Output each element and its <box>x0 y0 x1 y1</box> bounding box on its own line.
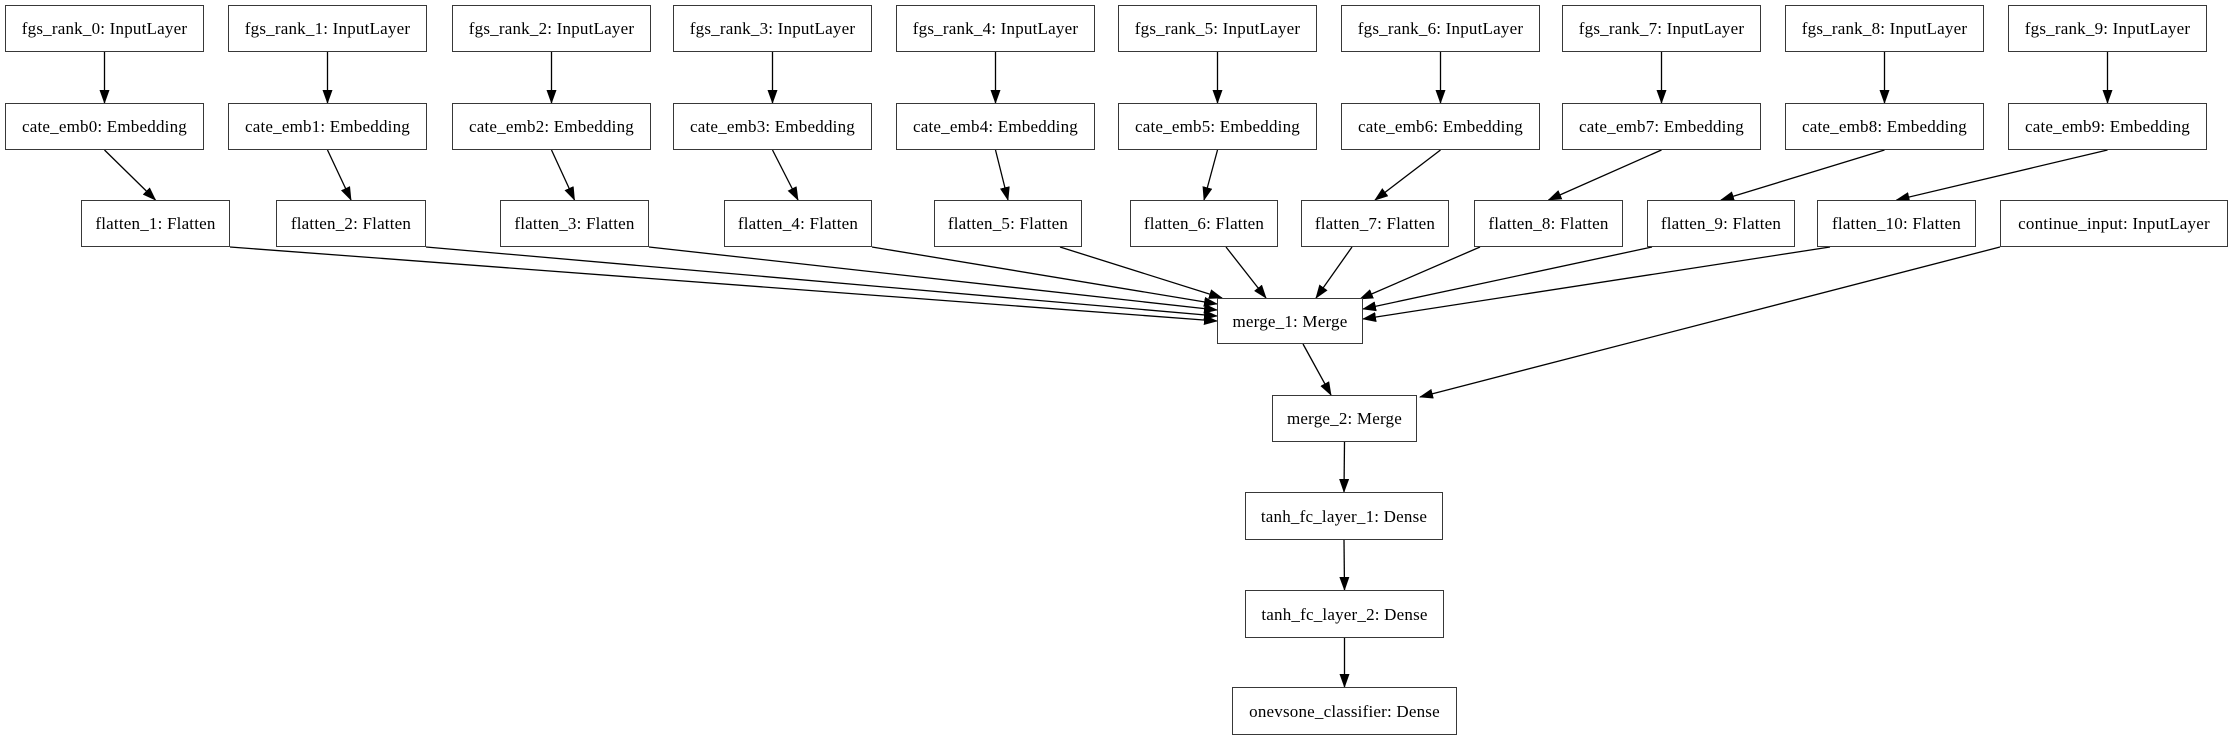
node-cate-emb7: cate_emb7: Embedding <box>1562 103 1761 150</box>
node-label: cate_emb0: Embedding <box>22 117 187 136</box>
node-label: fgs_rank_2: InputLayer <box>468 19 635 38</box>
edge-cate_emb7-to-flatten_8 <box>1547 149 1662 201</box>
edge-cate_emb3-to-flatten_4 <box>771 149 799 201</box>
node-merge-1: merge_1: Merge <box>1217 298 1363 344</box>
edge-cate_emb2-to-flatten_3 <box>550 149 576 201</box>
node-cate-emb8: cate_emb8: Embedding <box>1785 103 1984 150</box>
edge-merge_2-to-tanh_fc_layer_1 <box>1339 441 1350 493</box>
node-label: fgs_rank_3: InputLayer <box>689 19 856 38</box>
node-merge-2: merge_2: Merge <box>1272 395 1417 442</box>
node-label: flatten_7: Flatten <box>1314 214 1436 233</box>
node-label: fgs_rank_6: InputLayer <box>1357 19 1524 38</box>
node-cate-emb6: cate_emb6: Embedding <box>1341 103 1540 150</box>
edge-cate_emb8-to-flatten_9 <box>1720 149 1885 201</box>
node-label: merge_1: Merge <box>1232 311 1348 331</box>
node-flatten-9: flatten_9: Flatten <box>1647 200 1795 247</box>
node-flatten-2: flatten_2: Flatten <box>276 200 426 247</box>
node-label: tanh_fc_layer_2: Dense <box>1261 604 1428 624</box>
node-fgs-rank-2: fgs_rank_2: InputLayer <box>452 5 651 52</box>
edge-flatten_3-to-merge_1 <box>648 246 1218 314</box>
edge-flatten_7-to-merge_1 <box>1315 246 1353 299</box>
node-fgs-rank-0: fgs_rank_0: InputLayer <box>5 5 204 52</box>
edge-cate_emb5-to-flatten_6 <box>1202 149 1219 201</box>
node-fgs-rank-9: fgs_rank_9: InputLayer <box>2008 5 2207 52</box>
edge-flatten_6-to-merge_1 <box>1225 246 1267 299</box>
node-flatten-3: flatten_3: Flatten <box>500 200 649 247</box>
node-label: flatten_9: Flatten <box>1660 214 1782 233</box>
edge-flatten_8-to-merge_1 <box>1359 246 1481 300</box>
node-label: cate_emb9: Embedding <box>2025 117 2190 136</box>
node-tanh-fc-layer-1: tanh_fc_layer_1: Dense <box>1245 492 1443 540</box>
node-fgs-rank-4: fgs_rank_4: InputLayer <box>896 5 1095 52</box>
edge-continue_input-to-merge_2 <box>1419 246 2001 399</box>
node-flatten-4: flatten_4: Flatten <box>724 200 872 247</box>
edge-flatten_2-to-merge_1 <box>425 246 1218 320</box>
node-flatten-1: flatten_1: Flatten <box>81 200 230 247</box>
node-cate-emb1: cate_emb1: Embedding <box>228 103 427 150</box>
node-cate-emb0: cate_emb0: Embedding <box>5 103 204 150</box>
node-label: flatten_4: Flatten <box>737 214 859 233</box>
edge-cate_emb6-to-flatten_7 <box>1374 149 1441 201</box>
node-fgs-rank-6: fgs_rank_6: InputLayer <box>1341 5 1540 52</box>
node-fgs-rank-1: fgs_rank_1: InputLayer <box>228 5 427 52</box>
node-cate-emb5: cate_emb5: Embedding <box>1118 103 1317 150</box>
edge-merge_1-to-merge_2 <box>1302 343 1332 396</box>
node-fgs-rank-7: fgs_rank_7: InputLayer <box>1562 5 1761 52</box>
node-fgs-rank-8: fgs_rank_8: InputLayer <box>1785 5 1984 52</box>
edge-flatten_9-to-merge_1 <box>1362 246 1653 312</box>
node-tanh-fc-layer-2: tanh_fc_layer_2: Dense <box>1245 590 1444 638</box>
node-label: onevsone_classifier: Dense <box>1249 701 1440 721</box>
node-cate-emb4: cate_emb4: Embedding <box>896 103 1095 150</box>
edge-cate_emb0-to-flatten_1 <box>104 149 157 201</box>
edge-flatten_1-to-merge_1 <box>229 246 1218 326</box>
node-label: fgs_rank_8: InputLayer <box>1801 19 1968 38</box>
edge-flatten_5-to-merge_1 <box>1059 246 1223 299</box>
node-fgs-rank-5: fgs_rank_5: InputLayer <box>1118 5 1317 52</box>
node-label: fgs_rank_5: InputLayer <box>1134 19 1301 38</box>
edge-cate_emb4-to-flatten_5 <box>994 149 1010 201</box>
node-cate-emb9: cate_emb9: Embedding <box>2008 103 2207 150</box>
node-onevsone-classifier: onevsone_classifier: Dense <box>1232 687 1457 735</box>
node-label: tanh_fc_layer_1: Dense <box>1260 506 1428 526</box>
node-cate-emb3: cate_emb3: Embedding <box>673 103 872 150</box>
node-label: cate_emb3: Embedding <box>690 117 855 136</box>
node-label: flatten_10: Flatten <box>1832 214 1961 233</box>
node-continue-input: continue_input: InputLayer <box>2000 200 2228 247</box>
node-label: continue_input: InputLayer <box>2018 214 2210 233</box>
node-label: cate_emb7: Embedding <box>1579 117 1744 136</box>
node-label: flatten_3: Flatten <box>514 214 635 233</box>
edge-cate_emb9-to-flatten_10 <box>1895 149 2108 202</box>
node-label: cate_emb8: Embedding <box>1802 117 1967 136</box>
node-label: flatten_6: Flatten <box>1143 214 1265 233</box>
node-fgs-rank-3: fgs_rank_3: InputLayer <box>673 5 872 52</box>
node-label: flatten_1: Flatten <box>95 214 216 233</box>
node-label: fgs_rank_1: InputLayer <box>244 19 411 38</box>
edge-tanh_fc_layer_1-to-tanh_fc_layer_2 <box>1339 539 1350 591</box>
edge-flatten_10-to-merge_1 <box>1362 246 1831 322</box>
node-label: cate_emb4: Embedding <box>913 117 1078 136</box>
node-label: cate_emb1: Embedding <box>245 117 410 136</box>
node-flatten-10: flatten_10: Flatten <box>1817 200 1976 247</box>
edge-flatten_4-to-merge_1 <box>871 246 1218 307</box>
node-flatten-7: flatten_7: Flatten <box>1301 200 1449 247</box>
node-label: flatten_2: Flatten <box>290 214 412 233</box>
edge-cate_emb1-to-flatten_2 <box>326 149 352 201</box>
node-label: cate_emb6: Embedding <box>1358 117 1523 136</box>
node-flatten-8: flatten_8: Flatten <box>1474 200 1623 247</box>
node-label: fgs_rank_9: InputLayer <box>2024 19 2191 38</box>
node-flatten-6: flatten_6: Flatten <box>1130 200 1278 247</box>
node-label: cate_emb2: Embedding <box>469 117 634 136</box>
node-label: fgs_rank_7: InputLayer <box>1578 19 1745 38</box>
node-label: cate_emb5: Embedding <box>1135 117 1300 136</box>
node-label: fgs_rank_4: InputLayer <box>912 19 1079 38</box>
node-flatten-5: flatten_5: Flatten <box>934 200 1082 247</box>
node-label: merge_2: Merge <box>1286 409 1402 428</box>
node-label: flatten_8: Flatten <box>1488 214 1609 233</box>
node-cate-emb2: cate_emb2: Embedding <box>452 103 651 150</box>
node-label: fgs_rank_0: InputLayer <box>21 19 188 38</box>
node-label: flatten_5: Flatten <box>947 214 1069 233</box>
